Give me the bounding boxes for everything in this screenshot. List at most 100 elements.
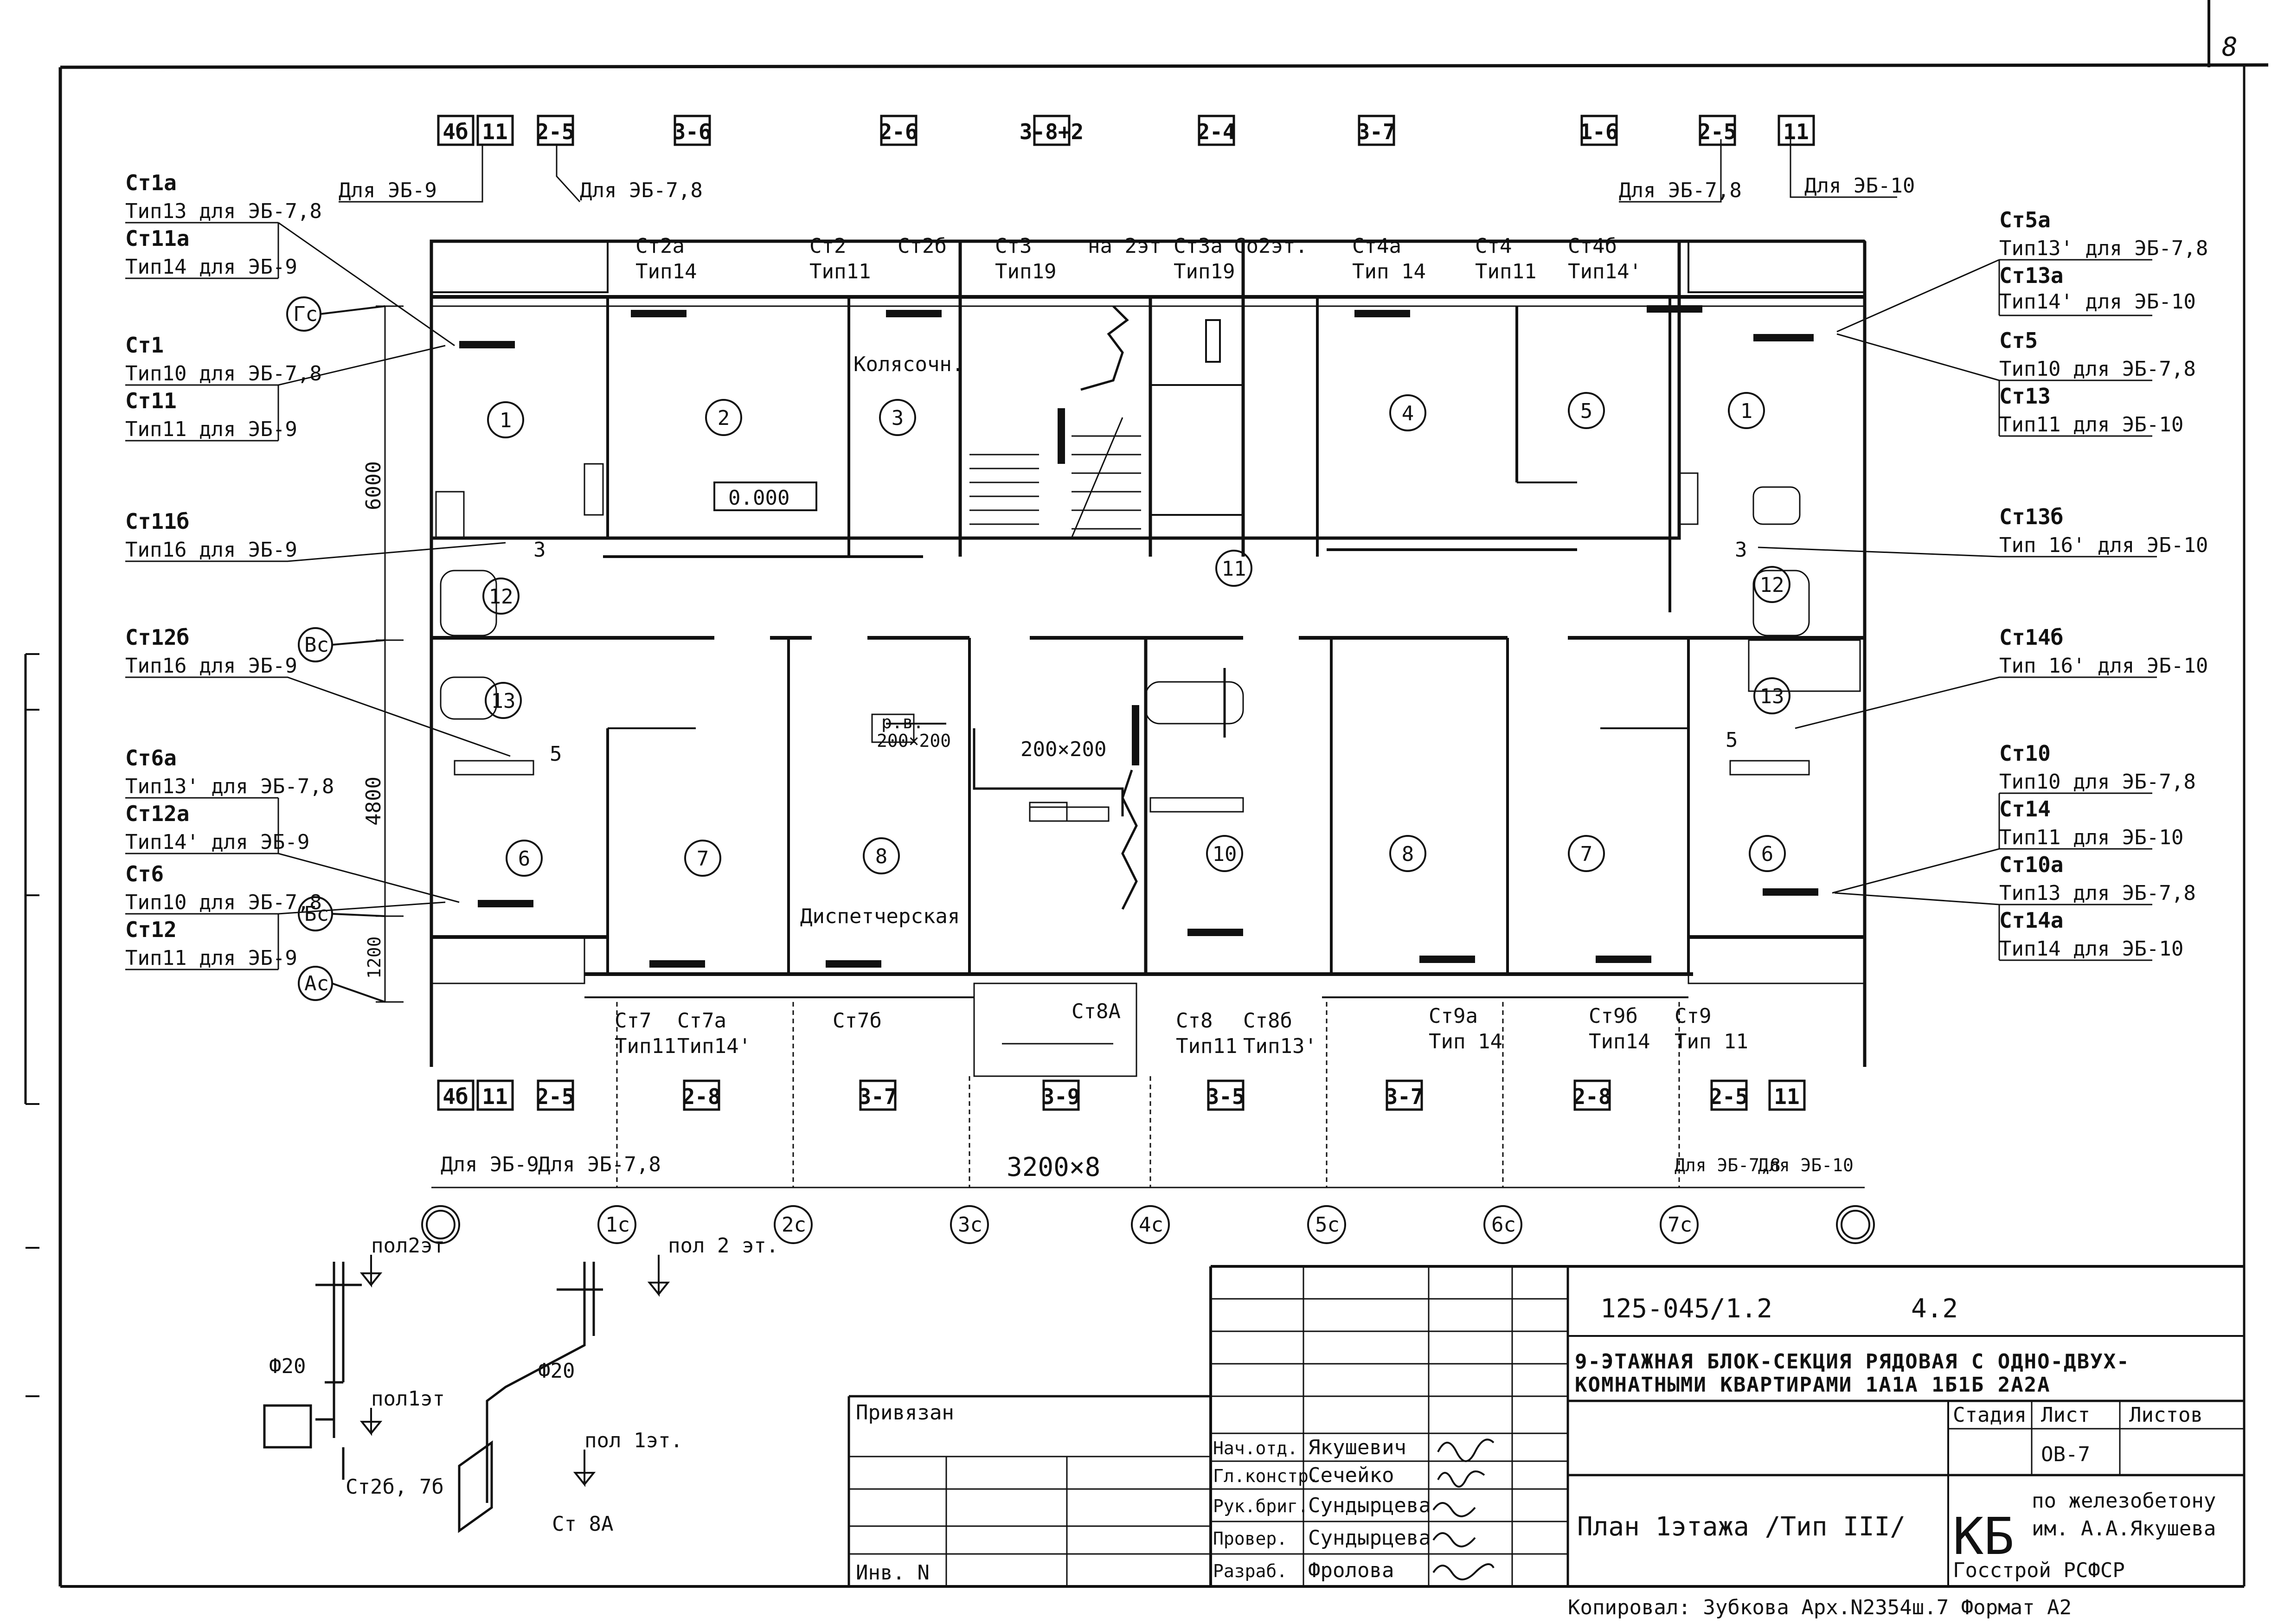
riser-box xyxy=(859,1079,897,1111)
note-line: Тип 16' для ЭБ-10 xyxy=(1999,654,2208,678)
room-circle xyxy=(1206,835,1243,872)
title-block xyxy=(847,1265,2244,1586)
signer-role: Рук.бриг. xyxy=(1213,1496,1309,1516)
riser-type: Тип 11 xyxy=(1675,1030,1748,1053)
riser-box xyxy=(437,1079,475,1111)
note-line: Ст6 xyxy=(125,861,164,886)
note-line: Тип 16' для ЭБ-10 xyxy=(1999,533,2208,557)
sheet-header: Лист xyxy=(2041,1403,2090,1427)
riser-box xyxy=(1207,1079,1245,1111)
room-number: 12 xyxy=(489,585,513,609)
room-number: 4 xyxy=(1402,402,1414,425)
dim-span: 3200×8 xyxy=(1007,1152,1100,1182)
riser-type: Тип13' xyxy=(1243,1034,1317,1058)
riser-box xyxy=(1033,115,1071,146)
axis-col-label: 1с xyxy=(605,1213,630,1237)
riser-type: Тип14' xyxy=(677,1034,751,1058)
room-circle xyxy=(487,401,524,438)
org-line-3: Госстрой РСФСР xyxy=(1953,1559,2125,1582)
riser-label: Ст9б xyxy=(1589,1004,1638,1028)
riser-box xyxy=(1710,1079,1748,1111)
note-line: Ст13а xyxy=(1999,263,2063,288)
note-line: Ст12б xyxy=(125,625,189,650)
room-circle xyxy=(705,399,742,436)
detail-sketches xyxy=(263,1262,603,1533)
note-line: Тип10 для ЭБ-7,8 xyxy=(1999,357,2196,381)
axis-row-label: Гс xyxy=(293,302,318,326)
axis-col-label: 5с xyxy=(1315,1213,1340,1237)
riser-type: Тип14 xyxy=(635,260,697,283)
top-box-note: Для ЭБ-7,8 xyxy=(580,179,703,202)
left-riser-notes: Ст1а Тип13 для ЭБ-7,8 Ст11а Тип14 для ЭБ… xyxy=(125,170,334,970)
note-line: Тип13 для ЭБ-7,8 xyxy=(1999,881,2196,905)
axis-col-label: 3с xyxy=(958,1213,982,1237)
signer-role: Нач.отд. xyxy=(1213,1438,1298,1458)
riser-label: Ст7а xyxy=(677,1009,726,1033)
riser-box-label: 3-9 xyxy=(1041,1084,1080,1109)
riser-box-label: 11 xyxy=(482,1084,507,1109)
riser-box-label: 3-5 xyxy=(1206,1084,1245,1109)
signer-name: Якушевич xyxy=(1308,1436,1406,1459)
axis-row-markers xyxy=(286,296,385,1003)
ventilation-ducts xyxy=(871,713,1068,822)
note-line: Тип11 для ЭБ-9 xyxy=(125,417,297,441)
room-circle xyxy=(485,682,522,719)
signer-role: Провер. xyxy=(1213,1528,1287,1549)
doc-code: 125-045/1.2 xyxy=(1600,1294,1772,1324)
riser-type: Тип11 xyxy=(809,260,871,283)
room-number: 13 xyxy=(1760,685,1784,708)
riser-box-label: 2-5 xyxy=(536,119,574,144)
riser-box-label: 2-5 xyxy=(536,1084,574,1109)
top-note-leaders xyxy=(339,135,1897,203)
riser-label: Ст4а xyxy=(1352,234,1401,258)
riser-box-label: 4б xyxy=(443,119,468,144)
room-circle xyxy=(879,399,916,436)
riser-box xyxy=(476,1079,514,1111)
note-line: Тип10 для ЭБ-7,8 xyxy=(125,891,322,914)
riser-label: Ст4б xyxy=(1568,234,1617,258)
title-line-1: 9-ЭТАЖНАЯ БЛОК-СЕКЦИЯ РЯДОВАЯ С ОДНО-ДВУ… xyxy=(1575,1350,2130,1374)
riser-box xyxy=(1573,1079,1611,1111)
riser-label: Ст3а xyxy=(1174,234,1223,258)
room-number: 5 xyxy=(1580,399,1593,423)
riser-box-label: 2-6 xyxy=(879,119,918,144)
fixture-number: 5 xyxy=(1726,728,1738,752)
riser-label: Ст3 xyxy=(995,234,1032,258)
note-line: Тип16 для ЭБ-9 xyxy=(125,538,297,562)
note-line: Тип14 для ЭБ-9 xyxy=(125,255,297,279)
riser-type: Тип19 xyxy=(995,260,1056,283)
pipe-coils xyxy=(973,305,1226,910)
riser-type: Тип 14 xyxy=(1352,260,1426,283)
riser-box-label: 2-5 xyxy=(1709,1084,1748,1109)
riser-type: Тип14' xyxy=(1568,260,1642,283)
note-line: Тип11 для ЭБ-10 xyxy=(1999,826,2183,849)
note-line: Ст5 xyxy=(1999,328,2038,353)
axis-col-label: 7с xyxy=(1668,1213,1692,1237)
fixture-number: 3 xyxy=(533,538,546,562)
org-line-1: по железобетону xyxy=(2032,1489,2216,1513)
title-line-2: КОМНАТНЫМИ КВАРТИРАМИ 1А1А 1Б1Б 2А2А xyxy=(1575,1373,2051,1397)
riser-label: Ст7б xyxy=(833,1009,882,1033)
signer-name: Сундырцева xyxy=(1308,1494,1431,1517)
room-number: 7 xyxy=(1580,842,1593,866)
riser-type: Тип19 xyxy=(1174,260,1235,283)
privyazan-label: Привязан xyxy=(856,1401,954,1425)
riser-box-label: 4б xyxy=(443,1084,468,1109)
room-circle xyxy=(1215,550,1252,587)
dim-4800: 4800 xyxy=(362,777,385,826)
level-markers xyxy=(359,1255,670,1487)
signers: Нач.отд. Якушевич Гл.констр. Сечейко Рук… xyxy=(1213,1436,1431,1582)
sheet-number: 8 xyxy=(2222,32,2238,62)
duct-size: 200×200 xyxy=(1020,738,1106,761)
note-line: Тип14' для ЭБ-10 xyxy=(1999,290,2196,314)
riser-box-label: 2-4 xyxy=(1197,119,1235,144)
dim-6000: 6000 xyxy=(362,461,385,510)
dim-1200: 1200 xyxy=(364,936,385,979)
duct-pv-label: р.в. xyxy=(881,712,924,732)
note-line: Ст6а xyxy=(125,745,177,770)
axis-col-label: 6с xyxy=(1491,1213,1516,1237)
bottom-box-note: Для ЭБ-7,8 xyxy=(1675,1155,1781,1175)
stage-header: Стадия xyxy=(1953,1403,2027,1427)
sheets-header: Листов xyxy=(2129,1403,2203,1427)
